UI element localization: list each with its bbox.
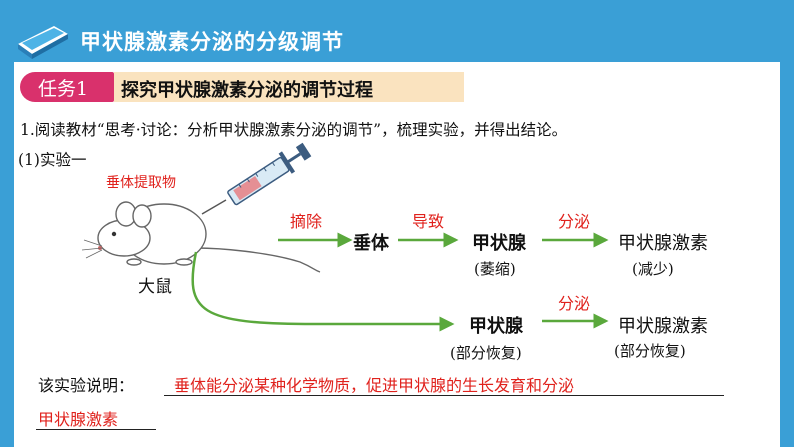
- rat-icon: [81, 201, 321, 273]
- arrow-label-remove: 摘除: [290, 212, 323, 231]
- page-title: 甲状腺激素分泌的分级调节: [80, 30, 344, 54]
- node-thyroid-hormone-recovered: 甲状腺激素: [618, 316, 708, 337]
- content-panel: 任务1 探究甲状腺激素分泌的调节过程 1.阅读教材“思考·讨论：分析甲状腺激素分…: [14, 62, 780, 447]
- task-badge-label: 任务1: [38, 78, 89, 100]
- injection-label: 垂体提取物: [106, 175, 176, 191]
- answer-underline-2: [36, 429, 156, 430]
- node-thyroid-hormone: 甲状腺激素: [618, 233, 708, 254]
- arrow-label-cause: 导致: [412, 212, 445, 231]
- node-thyroid-status: (萎缩): [474, 260, 516, 278]
- answer-line-2: 甲状腺激素: [38, 410, 119, 429]
- node-pituitary: 垂体: [353, 233, 389, 254]
- node-thyroid-recovered-status: (部分恢复): [450, 344, 522, 362]
- answer-line-1: 垂体能分泌某种化学物质，促进甲状腺的生长发育和分泌: [174, 376, 575, 395]
- experiment-label: (1)实验一: [18, 151, 87, 169]
- experiment-diagram: [81, 142, 609, 332]
- title-bar: 甲状腺激素分泌的分级调节: [0, 0, 794, 62]
- book-icon: [18, 26, 68, 59]
- arrow-label-secrete: 分泌: [558, 212, 591, 231]
- answer-underline-1: [164, 395, 724, 396]
- node-thyroid-recovered: 甲状腺: [469, 316, 523, 337]
- conclusion-prefix: 该实验说明：: [38, 376, 135, 395]
- task-badge: 任务1: [20, 72, 114, 102]
- instruction-text: 1.阅读教材“思考·讨论：分析甲状腺激素分泌的调节”，梳理实验，并得出结论。: [20, 121, 568, 139]
- node-thyroid: 甲状腺: [472, 233, 526, 254]
- node-thyroid-hormone-status: (减少): [632, 260, 674, 278]
- rat-label: 大鼠: [138, 277, 172, 297]
- task-title: 探究甲状腺激素分泌的调节过程: [121, 80, 373, 101]
- syringe-icon: [201, 142, 312, 215]
- node-thyroid-hormone-recovered-status: (部分恢复): [614, 342, 686, 360]
- task-title-tab: 探究甲状腺激素分泌的调节过程: [114, 72, 464, 102]
- arrow-label-secrete-2: 分泌: [558, 294, 591, 313]
